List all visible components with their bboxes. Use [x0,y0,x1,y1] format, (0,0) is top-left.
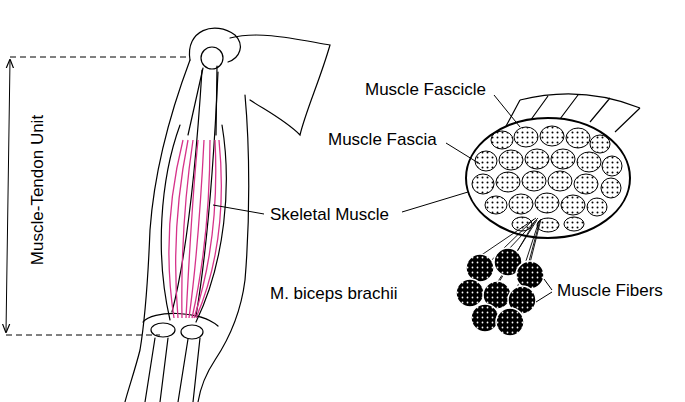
part-label: Muscle Fibers [557,281,663,301]
fascicle [551,149,575,169]
fiber-end [466,254,494,282]
fascicle [472,174,494,194]
muscle-line [192,140,210,318]
leader-line [544,279,552,290]
fascicle [566,128,590,148]
part-label: Muscle Fascia [328,130,437,150]
fascicle [485,196,507,214]
leader-line [213,205,264,214]
forearm-bone [178,339,188,402]
shoulder-top [189,28,240,62]
fascicle [590,135,610,153]
fascicle [587,198,607,216]
fiber-end [471,304,499,332]
fiber-end [516,261,544,289]
muscle-line [194,140,216,318]
fascicle-cells [472,126,622,232]
fiber-end [496,308,524,336]
elbow-joint [181,325,203,339]
muscle-fibre-lines [169,140,221,318]
muscle-fibers [456,248,544,336]
part-label: Skeletal Muscle [270,205,389,225]
fascicle [514,127,538,147]
forearm-bone [145,338,155,402]
tendon [188,68,203,135]
humeral-head [201,47,223,69]
fascicle [525,149,549,169]
fascicle [577,152,601,172]
biceps-outline [196,125,226,322]
leader-lines [213,95,552,302]
fascicle [475,151,497,171]
dimension-arrow [6,60,10,332]
fascicle [564,217,584,231]
forearm-bone [160,338,168,402]
dimension-bracket [6,57,190,335]
muscle-line [196,140,221,318]
leader-line [402,192,468,212]
fascicle [535,193,559,213]
fiber-end [456,279,484,307]
fascicle [496,172,520,192]
leader-line [536,292,552,302]
fascicle [491,131,513,149]
dimension-extension [6,335,160,336]
fascicle [602,156,622,176]
fascia-outline [466,118,630,238]
part-label: M. biceps brachii [270,284,398,304]
tendon [216,66,217,135]
fascicle [574,174,598,194]
muscle-cross-section [466,94,640,238]
fascicle [499,150,523,170]
fascicle [509,194,533,214]
fascicle [548,171,572,191]
leader-line [446,143,480,164]
elbow-joint [143,313,218,326]
dimension-label: Muscle-Tendon Unit [28,115,48,265]
forearm-bone [193,338,200,402]
elbow-joint [151,323,175,337]
arm-contour [125,60,190,402]
fascicle [561,195,585,215]
part-label: Muscle Fascicle [365,80,486,100]
fascicle [540,126,564,146]
leader-line [494,95,520,127]
dimension-extension [10,57,190,58]
fascicle [601,178,621,198]
scapula [230,35,330,135]
fascicle [522,171,546,191]
